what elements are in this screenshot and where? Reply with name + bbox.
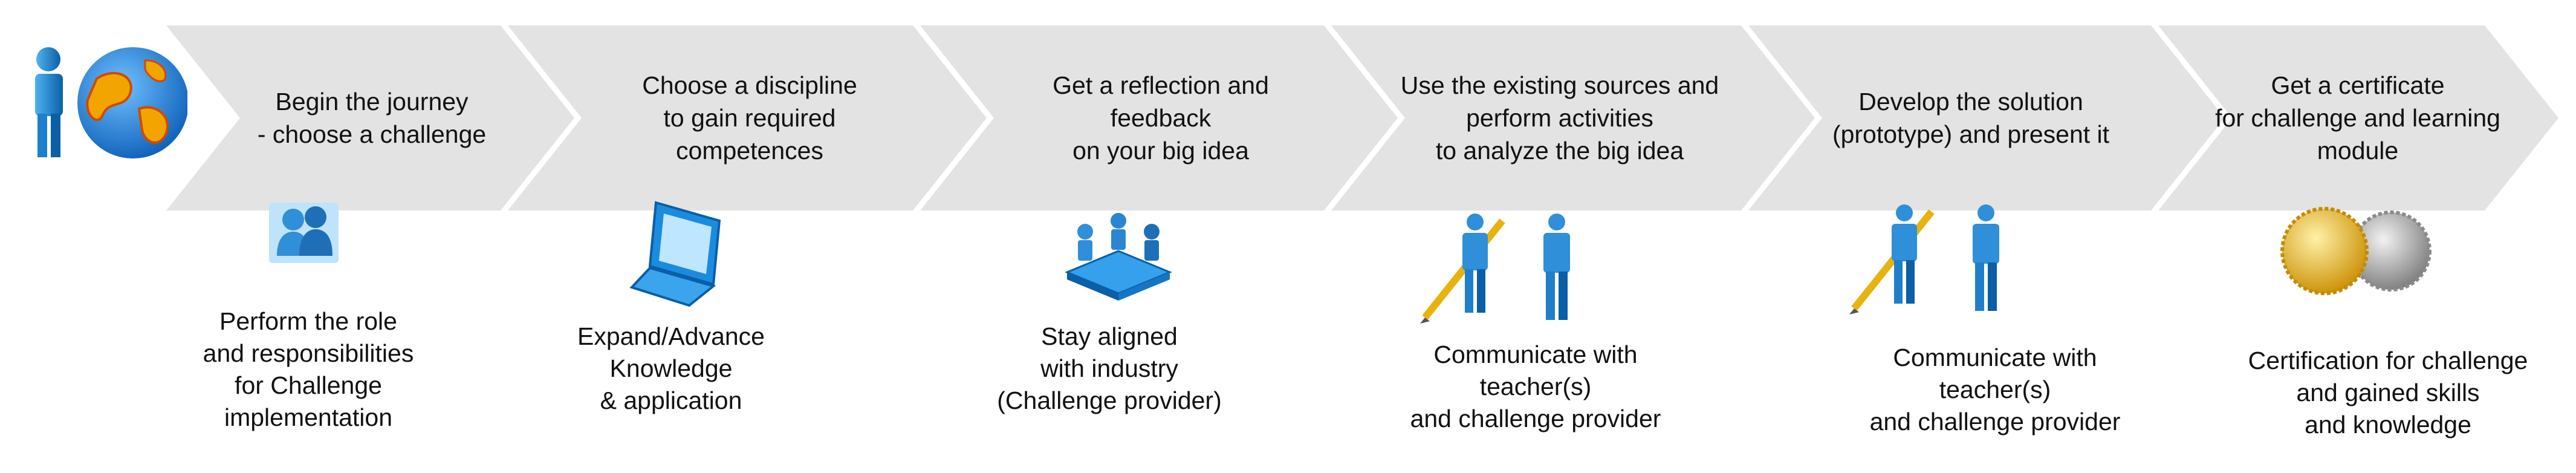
medals-icon: [2280, 207, 2432, 295]
meeting-icon: [1065, 213, 1172, 301]
step-1-label: Begin the journey - choose a challenge: [257, 88, 487, 148]
chevron-step-2: [508, 25, 987, 210]
description-1: Perform the role and responsibilities fo…: [203, 307, 414, 431]
person-globe-icon: [35, 47, 187, 158]
team-icon: [269, 203, 339, 263]
step-4-label: Use the existing sources and perform act…: [1400, 71, 1719, 165]
laptop-icon: [629, 201, 721, 307]
description-3: Stay aligned with industry (Challenge pr…: [997, 322, 1222, 414]
chevron-step-1: [166, 25, 574, 210]
step-3-label: Get a reflection and feedback on your bi…: [1053, 71, 1269, 165]
step-5-label: Develop the solution (prototype) and pre…: [1832, 88, 2110, 148]
chevron-step-4: [1331, 25, 1815, 210]
description-6: Certification for challenge and gained s…: [2248, 347, 2528, 439]
step-2-label: Choose a discipline to gain required com…: [642, 71, 857, 165]
step-6-label: Get a certificate for challenge and lear…: [2215, 71, 2500, 165]
people-pencil-icon: [1420, 214, 1570, 324]
chevron-step-6: [2158, 25, 2558, 210]
description-4: Communicate with teacher(s) and challeng…: [1410, 341, 1661, 432]
description-2: Expand/Advance Knowledge & application: [577, 322, 765, 414]
chevron-step-5: [1748, 25, 2225, 210]
description-5: Communicate with teacher(s) and challeng…: [1869, 344, 2121, 435]
chevron-step-3: [920, 25, 1398, 210]
people-pencil-icon: [1849, 204, 1999, 315]
